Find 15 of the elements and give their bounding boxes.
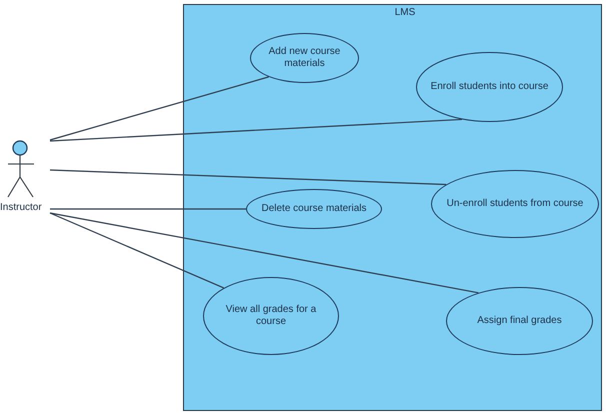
use-case-label: Delete course materials bbox=[260, 203, 368, 215]
use-case-label: Un-enroll students from course bbox=[446, 198, 584, 210]
system-boundary bbox=[183, 4, 602, 411]
use-case-label: Add new course materials bbox=[268, 46, 342, 70]
system-title: LMS bbox=[394, 7, 416, 19]
association-line bbox=[50, 118, 462, 142]
association-line bbox=[50, 169, 446, 186]
association-line bbox=[50, 212, 478, 294]
actor-label: Instructor bbox=[0, 202, 42, 214]
use-case-label: View all grades for a course bbox=[224, 304, 318, 328]
use-case-label: Enroll students into course bbox=[430, 81, 550, 93]
association-line bbox=[50, 208, 246, 210]
association-line bbox=[50, 212, 224, 288]
association-line bbox=[50, 76, 269, 141]
use-case-label: Assign final grades bbox=[476, 315, 563, 327]
